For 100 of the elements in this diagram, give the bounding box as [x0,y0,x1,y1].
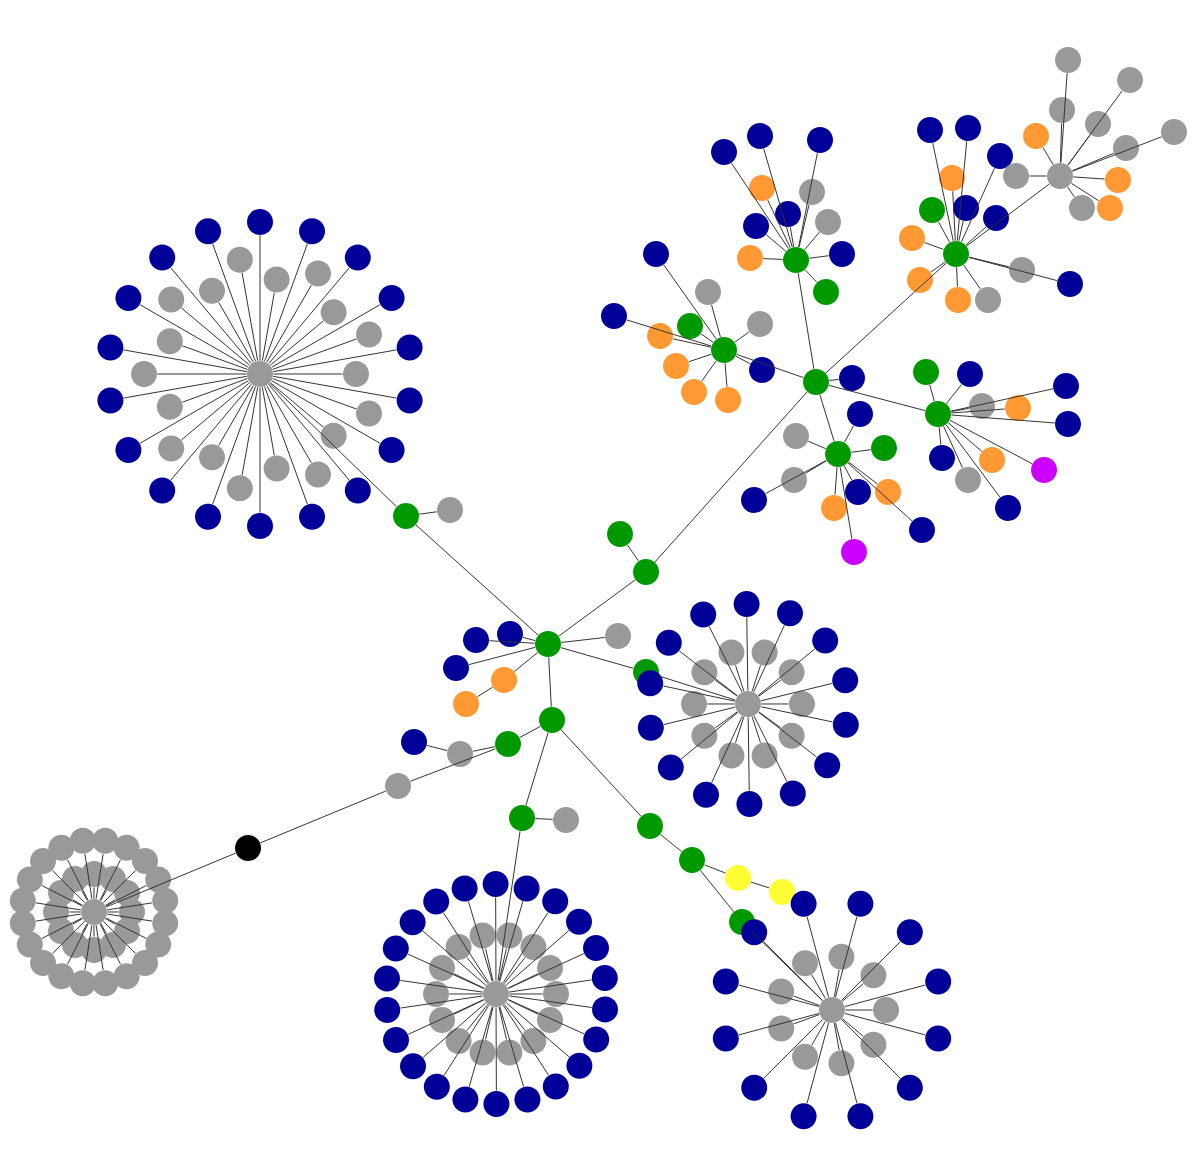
connector-line [218,301,254,363]
connector-line [680,712,739,760]
connector-line [950,388,1054,412]
circle-node [356,400,382,427]
connector-line [181,378,248,403]
connector-line [672,338,712,348]
connector-line [844,984,926,1007]
circle-node [452,1086,479,1113]
circle-node [429,955,455,981]
circle-node [681,691,707,717]
circle-node [969,393,995,419]
circle-node [1097,195,1123,221]
circle-node [469,1039,496,1066]
connector-line [961,167,995,243]
circle-node [943,241,969,267]
circle-node [691,722,718,749]
connector-line [950,414,1056,424]
connector-line [765,234,787,252]
circle-node [344,477,371,504]
circle-node [633,559,659,585]
connector-line [956,266,958,288]
connector-line [67,859,89,901]
connector-line [828,384,926,412]
connector-line [268,267,350,365]
circle-node [496,1039,523,1066]
connector-line [264,243,308,362]
connector-line [84,853,93,900]
circle-node [929,445,955,471]
circle-node [783,247,809,273]
circle-node [737,245,763,271]
connector-line [268,383,350,481]
connector-line [507,999,585,1035]
circle-node [860,962,887,989]
circle-node [1049,97,1075,123]
circle-node [445,1028,472,1054]
circle-node [158,286,185,313]
connector-line [958,220,964,242]
connector-line [701,360,717,382]
circle-node [396,387,423,414]
connector-line [841,983,864,1002]
circle-node [735,691,761,717]
connector-line [956,140,968,242]
circle-node [777,600,803,627]
connector-line [272,378,357,410]
circle-node [873,997,899,1023]
circle-node [149,244,176,271]
connector-line [560,729,642,817]
circle-node [1023,123,1049,149]
circle-node [979,447,1005,473]
circle-node [509,805,535,831]
circle-node [81,899,107,925]
circle-node [1055,411,1081,437]
circle-node [483,981,509,1007]
circle-node [30,848,56,874]
circle-node [987,143,1013,169]
circle-node [983,205,1009,231]
connector-line [746,616,749,692]
circle-node [691,659,718,686]
connector-line [241,272,259,362]
connector-line [841,1018,864,1037]
connector-line [503,956,526,984]
circle-node [975,287,1001,313]
circle-node [749,175,775,201]
connector-line [751,664,761,692]
circle-node [537,1007,563,1033]
connector-line [259,790,387,844]
connector-line [81,890,88,901]
connector-line [807,440,827,450]
connector-line [522,636,536,642]
circle-node [583,935,609,961]
circle-node [925,968,952,995]
circle-node [896,919,923,946]
connector-line [757,648,816,696]
circle-node [839,365,865,391]
connector-line [485,948,494,982]
connector-line [1070,182,1100,202]
connector-line [105,899,116,906]
connector-line [241,386,259,476]
circle-node [832,711,859,738]
circle-node [741,1074,768,1101]
circle-node [790,1103,817,1130]
circle-node [829,241,855,267]
circle-node [769,879,795,905]
connector-line [833,1022,840,1051]
circle-node [235,835,261,861]
circle-node [860,1031,887,1058]
connector-line [106,911,120,913]
connector-line [751,716,761,744]
circle-node [828,1050,855,1077]
circle-node [423,888,450,915]
connector-line [841,1018,901,1079]
circle-node [953,195,979,221]
circle-node [919,197,945,223]
circle-node [305,260,331,287]
circle-node [792,950,818,977]
connector-line [269,320,324,366]
circle-node [132,848,158,874]
circle-node [396,334,423,361]
circle-node [131,361,157,387]
circle-node [847,401,873,427]
